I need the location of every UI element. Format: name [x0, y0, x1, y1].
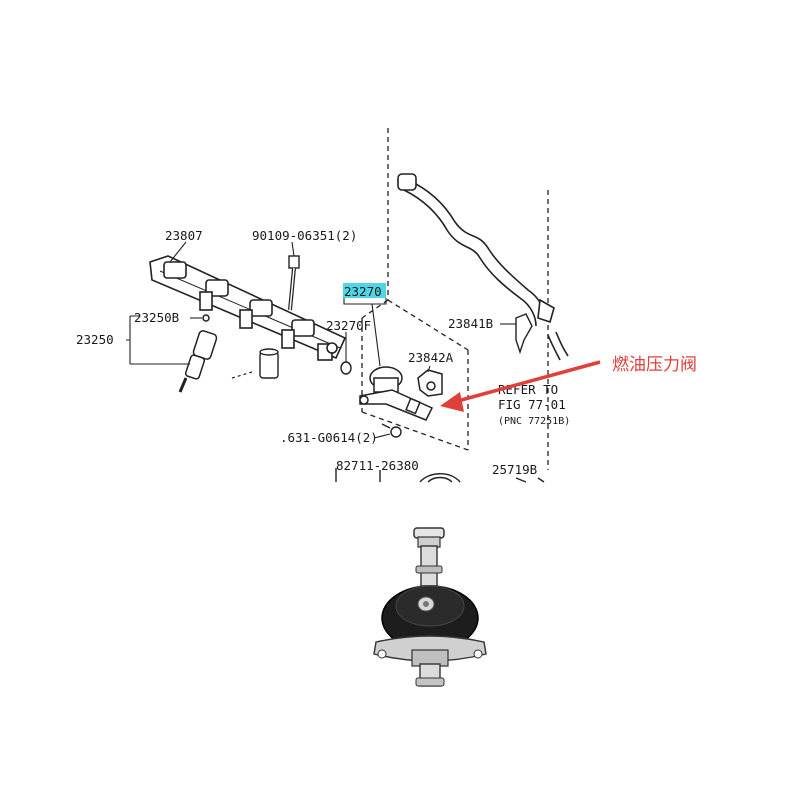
leader-23270-bracket — [343, 298, 387, 305]
dashed-line-diagonal — [387, 299, 469, 351]
callout-arrow-shaft — [453, 360, 601, 404]
flange-hole-left — [377, 649, 387, 659]
injector-socket-2 — [239, 309, 253, 329]
clamp-23842a — [417, 369, 443, 397]
o-ring-23270f — [340, 361, 352, 375]
bolt-631-head — [390, 426, 402, 438]
part-number-highlight — [343, 283, 386, 298]
label-23841b: 23841B — [448, 316, 493, 331]
callout-arrow — [440, 360, 601, 412]
fuel-rail — [149, 255, 347, 361]
insulator — [259, 348, 279, 379]
label-23807: 23807 — [165, 228, 203, 243]
leader-lines — [126, 241, 516, 439]
tick-right-2 — [537, 477, 545, 483]
dashed-line-left-stub — [361, 299, 389, 319]
leader-23250 — [126, 315, 190, 365]
bolt-90109 — [288, 255, 300, 311]
hose-fragment-2 — [427, 476, 453, 483]
leader-23270 — [371, 303, 381, 367]
bolt-head — [288, 255, 300, 269]
tick-right-1 — [515, 477, 527, 483]
o-ring-23250b — [202, 314, 210, 322]
dashed-boundaries — [361, 128, 549, 470]
rail-end-port — [326, 342, 338, 354]
fuel-hose — [397, 173, 569, 361]
refer-to-line2: FIG 77-01 — [498, 397, 566, 412]
clip-body — [515, 313, 533, 355]
regulator-body — [373, 377, 399, 393]
lower-partial-parts — [335, 468, 545, 483]
hose-end-cap — [397, 173, 417, 191]
hose-fragment-1 — [419, 473, 461, 483]
hose-clamp — [537, 298, 555, 324]
label-25719b: 25719B — [492, 462, 537, 477]
refer-to-line1: REFER TO — [498, 382, 558, 397]
pressure-regulator-assembly — [359, 366, 434, 421]
clip-23841b — [515, 313, 533, 355]
product-photo-regulator — [373, 527, 487, 687]
injector-socket-1 — [199, 291, 213, 311]
label-90109: 90109-06351(2) — [252, 228, 357, 243]
rail-bracket-1 — [163, 261, 187, 279]
flange-hole-right — [473, 649, 483, 659]
label-82711: 82711-26380 — [336, 458, 419, 473]
label-23270: 23270 — [344, 284, 382, 299]
dashed-line-lower — [361, 411, 469, 451]
fuel-injector — [178, 314, 218, 393]
insulator-top — [259, 348, 279, 356]
callout-label: 燃油压力阀 — [612, 355, 697, 375]
callout-arrowhead — [440, 392, 464, 412]
rail-bracket-3 — [249, 299, 273, 317]
outlet-ring — [415, 677, 445, 687]
insulator-body — [259, 351, 279, 379]
vacuum-port-hole — [423, 601, 429, 607]
injector-nozzle — [178, 377, 188, 393]
clamp-hole — [426, 381, 436, 391]
refer-to-line3: (PNC 77251B) — [498, 416, 570, 427]
label-23842a: 23842A — [408, 350, 454, 365]
leader-23807 — [169, 241, 187, 263]
injector-body — [184, 354, 206, 380]
bolt-631-shank — [381, 423, 391, 429]
leader-23842a — [427, 365, 431, 373]
bolt-shank-inner — [289, 267, 295, 311]
inlet-ring — [415, 565, 443, 574]
injector-socket-3 — [281, 329, 295, 349]
leader-90109 — [291, 241, 295, 257]
return-pipe — [547, 331, 569, 361]
leader-631 — [373, 433, 391, 439]
pipe-clamp — [405, 397, 421, 415]
label-23250b: 23250B — [134, 310, 179, 325]
bolt-631 — [381, 423, 402, 438]
mounting-flange — [373, 635, 487, 662]
regulator-flange-hole — [359, 395, 369, 405]
label-23270f: 23270F — [326, 318, 371, 333]
injector-hidden-line — [231, 371, 253, 379]
label-23250: 23250 — [76, 332, 114, 347]
rail-bracket-4 — [291, 319, 315, 337]
label-631: .631-G0614(2) — [280, 430, 378, 445]
